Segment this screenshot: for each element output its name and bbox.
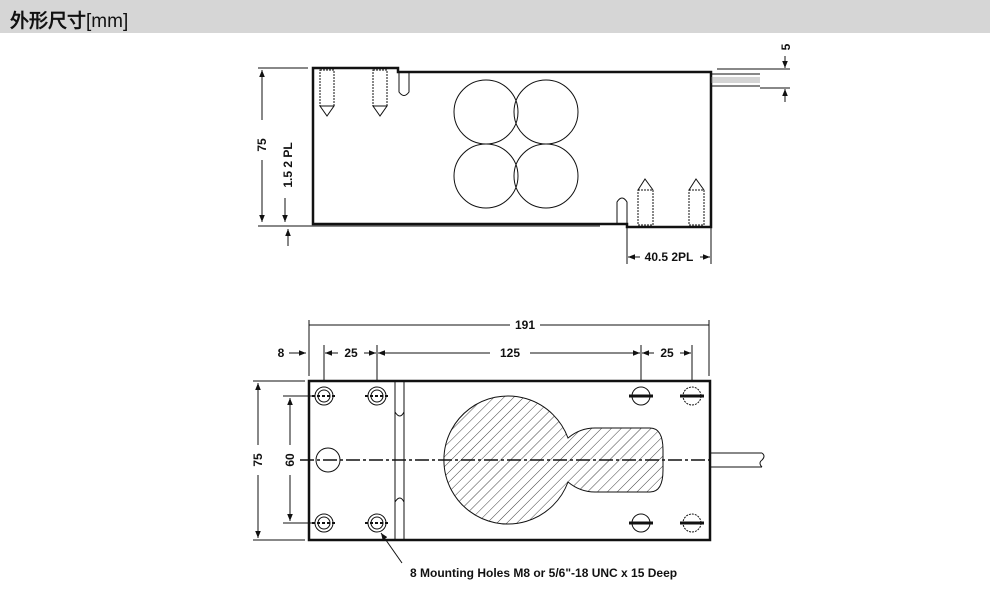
foot-length-label: 40.5 2PL [645, 250, 694, 264]
section-title: 外形尺寸[mm] [10, 6, 128, 33]
title-unit: [mm] [86, 11, 129, 32]
side-height-label: 75 [255, 138, 269, 152]
hole-spacing-label: 60 [283, 453, 297, 467]
pitch-right-label: 25 [660, 346, 674, 360]
side-view: 75 1.5 2 PL 5 40.5 2PL [255, 43, 793, 264]
mounting-holes [312, 386, 704, 533]
edge-offset-label: 8 [278, 346, 285, 360]
pitch-left-label: 25 [344, 346, 358, 360]
side-step-label: 1.5 2 PL [281, 142, 295, 187]
cable-diameter-label: 5 [779, 43, 793, 50]
clover-cutout [453, 79, 579, 209]
center-distance-label: 125 [500, 346, 520, 360]
threaded-holes-top [319, 69, 410, 117]
title-text: 外形尺寸 [10, 10, 87, 32]
width-label: 75 [251, 453, 265, 467]
mounting-holes-note: 8 Mounting Holes M8 or 5/6"-18 UNC x 15 … [410, 566, 677, 580]
total-length-label: 191 [515, 318, 535, 332]
top-view: 191 8 25 125 25 75 60 8 Mounting Holes M… [251, 318, 765, 580]
section-header: 外形尺寸[mm] [0, 0, 990, 33]
threaded-holes-bottom [616, 178, 705, 226]
